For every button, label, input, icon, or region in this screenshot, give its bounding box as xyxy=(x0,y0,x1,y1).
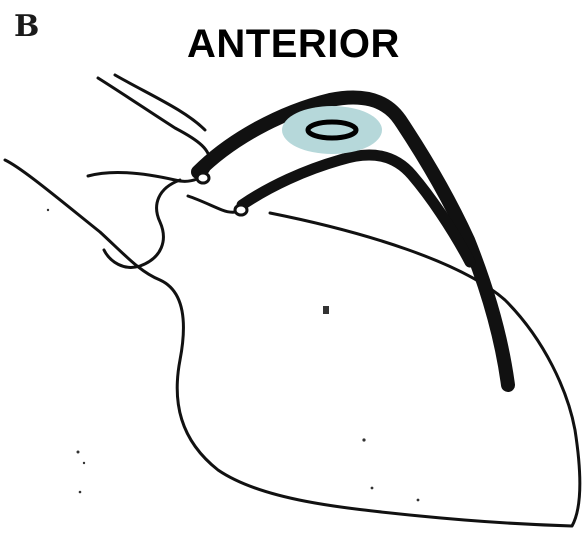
print-specks xyxy=(47,209,420,502)
ring-marker-icon xyxy=(282,106,382,154)
vessel-edge xyxy=(115,75,205,130)
ostium-upper xyxy=(197,173,209,183)
vessel-lobe-lower xyxy=(104,180,180,267)
ostium-lower xyxy=(235,205,247,215)
